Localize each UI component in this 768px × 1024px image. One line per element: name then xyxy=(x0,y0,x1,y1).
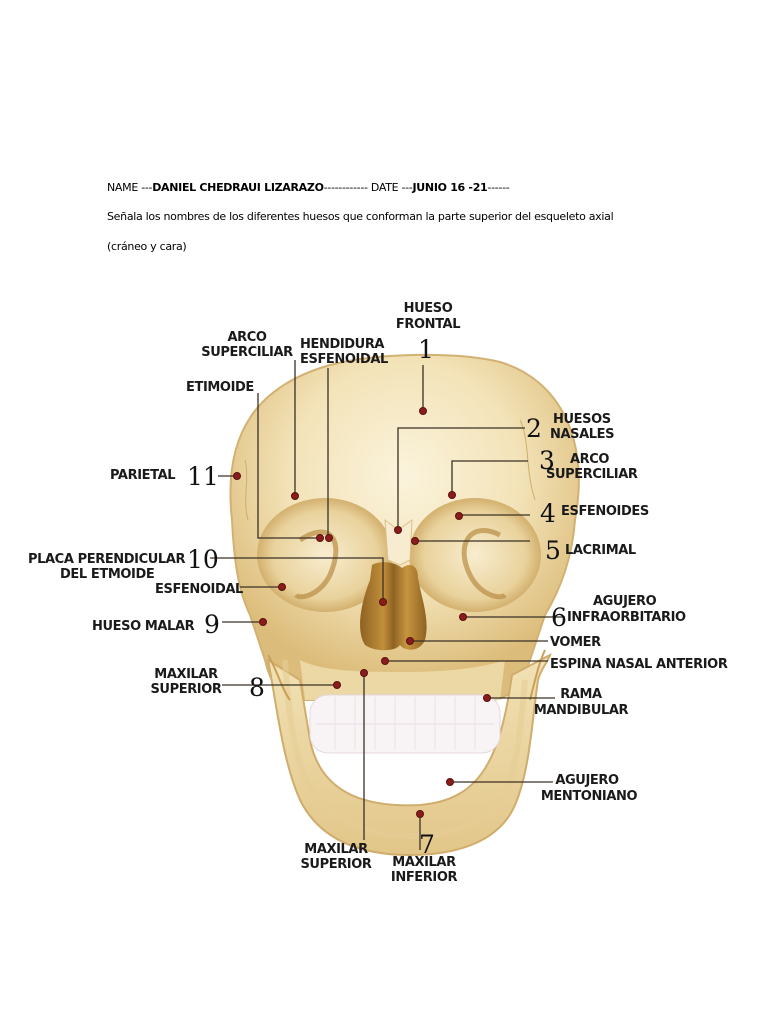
label-hendidura-2: ESFENOIDAL xyxy=(300,352,388,367)
number-10: 10 xyxy=(187,545,219,574)
label-hueso-malar: HUESO MALAR xyxy=(92,619,195,634)
labels: HUESO FRONTAL ARCO SUPERCILIAR HENDIDURA… xyxy=(28,301,728,885)
marker-parietal xyxy=(233,472,241,480)
label-vomer: VOMER xyxy=(550,635,601,650)
marker-arco-superciliar-left xyxy=(291,492,299,500)
label-huesos-nasales-1: HUESOS xyxy=(553,412,611,427)
marker-placa xyxy=(379,598,387,606)
label-maxilar-superior-2: SUPERIOR xyxy=(150,682,221,697)
marker-vomer xyxy=(406,637,414,645)
label-hendidura-1: HENDIDURA xyxy=(300,337,384,352)
marker-frontal xyxy=(419,407,427,415)
markers xyxy=(233,407,491,818)
label-rama-2: MANDIBULAR xyxy=(534,703,629,718)
teeth xyxy=(309,694,501,754)
label-hueso-frontal-2: FRONTAL xyxy=(396,317,460,332)
label-arco-superciliar-left-2: SUPERCILIAR xyxy=(201,345,293,360)
marker-mentoniano xyxy=(446,778,454,786)
label-lacrimal: LACRIMAL xyxy=(565,543,636,558)
label-agujero-infraorbitario-1: AGUJERO xyxy=(593,594,657,609)
instruction-line-1: Señala los nombres de los diferentes hue… xyxy=(107,210,614,223)
number-4: 4 xyxy=(540,499,556,528)
label-arco-superciliar-right-1: ARCO xyxy=(570,452,609,467)
label-arco-superciliar-left-1: ARCO xyxy=(227,330,266,345)
right-orbit xyxy=(409,498,541,612)
marker-maxilar-superior xyxy=(333,681,341,689)
numbers: 1 2 3 4 5 6 7 8 9 10 11 xyxy=(187,335,567,859)
marker-espina-nasal xyxy=(381,657,389,665)
label-maxilar-superior-bottom-1: MAXILAR xyxy=(304,842,368,857)
marker-rama xyxy=(483,694,491,702)
mandible xyxy=(266,653,552,857)
label-maxilar-inferior-1: MAXILAR xyxy=(392,855,456,870)
marker-esfenoidal xyxy=(278,583,286,591)
date-prefix: ------------ DATE --- xyxy=(323,181,413,194)
label-maxilar-superior-1: MAXILAR xyxy=(154,667,218,682)
number-11: 11 xyxy=(187,462,219,491)
marker-arco-superciliar-right xyxy=(448,491,456,499)
number-2: 2 xyxy=(526,414,542,443)
name-date-line: NAME ---DANIEL CHEDRAUI LIZARAZO--------… xyxy=(107,181,510,194)
label-etimoide: ETIMOIDE xyxy=(186,380,254,395)
marker-lacrimal xyxy=(411,537,419,545)
number-9: 9 xyxy=(204,610,220,639)
label-parietal: PARIETAL xyxy=(110,468,175,483)
student-name: DANIEL CHEDRAUI LIZARAZO xyxy=(152,181,324,194)
number-7: 7 xyxy=(419,830,435,859)
number-1: 1 xyxy=(418,335,434,364)
label-mentoniano-1: AGUJERO xyxy=(555,773,619,788)
date-suffix: ------ xyxy=(487,181,510,194)
label-maxilar-superior-bottom-2: SUPERIOR xyxy=(300,857,371,872)
left-orbit xyxy=(257,498,393,612)
label-agujero-infraorbitario-2: INFRAORBITARIO xyxy=(567,610,686,625)
number-3: 3 xyxy=(539,446,555,475)
marker-hendidura xyxy=(325,534,333,542)
marker-esfenoides xyxy=(455,512,463,520)
marker-etimoide xyxy=(316,534,324,542)
label-placa-2: DEL ETMOIDE xyxy=(60,567,154,582)
label-esfenoidal: ESFENOIDAL xyxy=(155,582,243,597)
label-arco-superciliar-right-2: SUPERCILIAR xyxy=(546,467,638,482)
label-maxilar-inferior-2: INFERIOR xyxy=(391,870,458,885)
marker-malar xyxy=(259,618,267,626)
nasal-cavity xyxy=(360,562,427,651)
label-placa-1: PLACA PERENDICULAR xyxy=(28,552,185,567)
label-rama-1: RAMA xyxy=(560,687,602,702)
leader-lines xyxy=(210,360,565,850)
marker-infraorbitario xyxy=(459,613,467,621)
date-value: JUNIO 16 -21 xyxy=(412,181,488,194)
marker-nasales xyxy=(394,526,402,534)
label-huesos-nasales-2: NASALES xyxy=(550,427,614,442)
number-8: 8 xyxy=(249,673,265,702)
label-espina-nasal: ESPINA NASAL ANTERIOR xyxy=(550,657,728,672)
skull-illustration xyxy=(229,353,580,857)
label-esfenoides: ESFENOIDES xyxy=(561,504,649,519)
number-6: 6 xyxy=(551,603,567,632)
name-prefix: NAME --- xyxy=(107,181,153,194)
number-5: 5 xyxy=(545,536,561,565)
instruction-line-2: (cráneo y cara) xyxy=(107,240,187,253)
marker-maxilar-superior-bottom xyxy=(360,669,368,677)
marker-maxilar-inferior xyxy=(416,810,424,818)
label-hueso-frontal-1: HUESO xyxy=(404,301,453,316)
label-mentoniano-2: MENTONIANO xyxy=(541,789,638,804)
